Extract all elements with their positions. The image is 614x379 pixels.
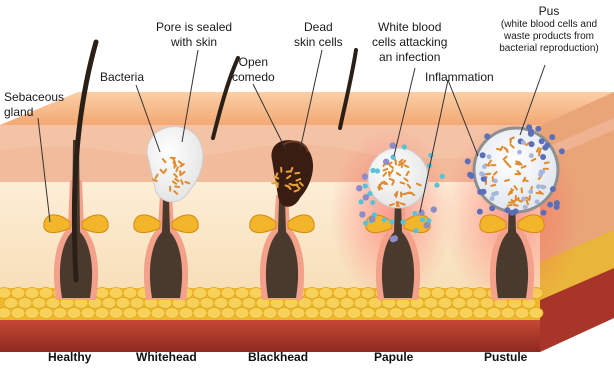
- papule-head: [368, 148, 428, 208]
- label-line: (white blood cells and: [486, 19, 612, 31]
- dead-skin-label: Dead skin cells: [294, 20, 343, 50]
- label-line: Dead: [294, 20, 343, 35]
- label-line: Sebaceous: [4, 90, 64, 105]
- label-line: waste products from: [486, 31, 612, 43]
- bacteria-label: Bacteria: [100, 70, 144, 85]
- label-line: an infection: [372, 50, 447, 65]
- caption-whitehead: Whitehead: [136, 350, 197, 364]
- label-line: Pore is sealed: [156, 20, 232, 35]
- pore-sealed-label: Pore is sealed with skin: [156, 20, 232, 50]
- caption-blackhead: Blackhead: [248, 350, 308, 364]
- label-line: gland: [4, 105, 64, 120]
- label-line: with skin: [156, 35, 232, 50]
- label-line: Open: [232, 55, 275, 70]
- open-comedo-label: Open comedo: [232, 55, 275, 85]
- caption-pustule: Pustule: [484, 350, 527, 364]
- caption-healthy: Healthy: [48, 350, 91, 364]
- label-line: skin cells: [294, 35, 343, 50]
- white-blood-label: White blood cells attacking an infection: [372, 20, 447, 65]
- label-line: comedo: [232, 70, 275, 85]
- inflammation-label: Inflammation: [425, 70, 494, 85]
- label-line: bacterial reproduction): [486, 43, 612, 55]
- label-line: cells attacking: [372, 35, 447, 50]
- label-line: White blood: [372, 20, 447, 35]
- sebaceous-gland-label: Sebaceous gland: [4, 90, 64, 120]
- pus-label: Pus (white blood cells and waste product…: [486, 4, 612, 55]
- pus-title: Pus: [486, 4, 612, 19]
- muscle-layer: [0, 318, 540, 352]
- caption-papule: Papule: [374, 350, 413, 364]
